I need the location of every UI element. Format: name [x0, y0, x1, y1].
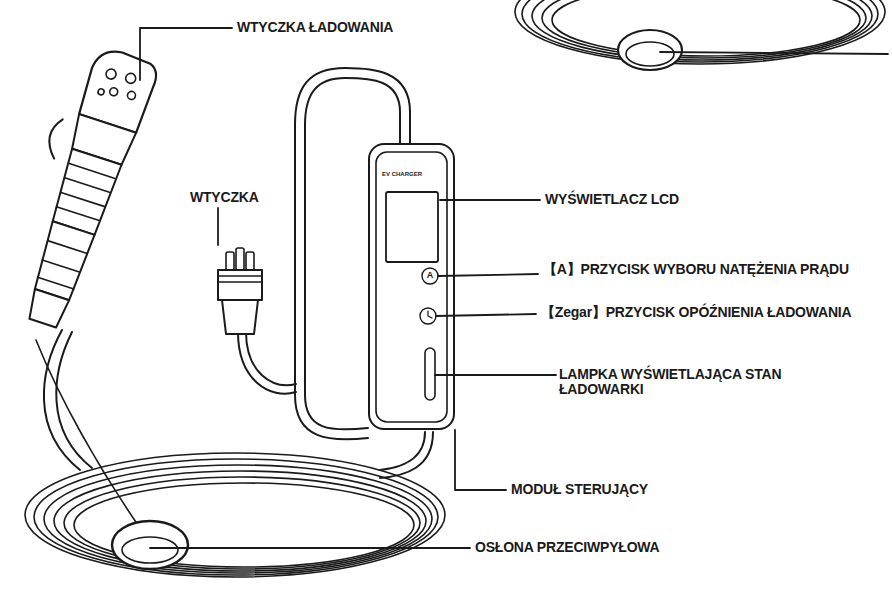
- part-label: 【Zegar】PRZYCISK OPÓŹNIENIA ŁADOWANIA: [541, 305, 866, 320]
- control-module-parts: [369, 144, 454, 429]
- device-brand: EV CHARGER: [382, 171, 422, 177]
- wall-plug: [218, 248, 262, 334]
- part-label: WTYCZKA: [190, 190, 310, 205]
- part-label: MODUŁ STERUJĄCY: [511, 482, 771, 497]
- button-symbol: A: [425, 270, 435, 281]
- charging-gun: [0, 39, 161, 333]
- part-label: OSŁONA PRZECIWPYŁOWA: [475, 540, 775, 555]
- part-label: WTYCZKA ŁADOWANIA: [237, 20, 497, 35]
- cable-coil: [25, 453, 445, 577]
- leader-lines: [140, 28, 556, 548]
- cable-coil-top: [515, 0, 888, 70]
- dust-cover: [112, 521, 188, 569]
- part-label: LAMPKA WYŚWIETLAJĄCA STAN ŁADOWARKI: [559, 367, 799, 397]
- part-label: WYŚWIETLACZ LCD: [545, 192, 805, 207]
- control-module: EV CHARGER: [368, 143, 455, 430]
- part-label: 【A】PRZYCISK WYBORU NATĘŻENIA PRĄDU: [543, 262, 873, 277]
